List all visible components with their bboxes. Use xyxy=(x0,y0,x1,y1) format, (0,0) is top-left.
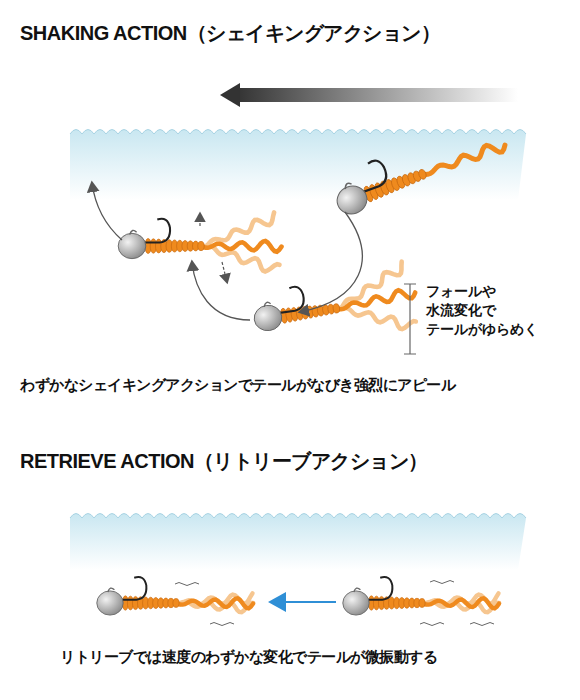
flow-bar xyxy=(236,88,518,102)
line-tie xyxy=(130,230,137,234)
tail xyxy=(201,241,282,252)
tail-curl xyxy=(422,598,499,608)
tail-curl xyxy=(421,139,507,180)
line-tie xyxy=(108,588,115,592)
line-tie xyxy=(354,588,361,592)
tail xyxy=(421,139,507,180)
vibration-mark xyxy=(470,623,494,626)
vibration-mark xyxy=(210,623,234,626)
jig-lure xyxy=(118,212,281,275)
body-rib xyxy=(173,599,179,608)
caption-text: わずかなシェイキングアクションでテールがなびき強烈にアピール xyxy=(20,376,455,395)
wave-line xyxy=(70,130,526,135)
body-rib xyxy=(332,303,340,313)
bracket xyxy=(404,284,416,354)
tail-swing xyxy=(222,262,227,282)
line-tie xyxy=(264,302,271,307)
water-band xyxy=(70,130,526,201)
flow-head xyxy=(220,83,240,107)
tail xyxy=(422,597,500,613)
tail xyxy=(422,598,499,608)
motion-arrow xyxy=(92,183,122,240)
lures xyxy=(97,117,510,626)
vibration-mark xyxy=(420,623,444,626)
tail-curl xyxy=(422,597,500,613)
jig-head xyxy=(97,591,123,615)
jig-lure xyxy=(249,260,421,353)
body-rib xyxy=(198,241,204,250)
section-heading: RETRIEVE ACTION（リトリーブアクション） xyxy=(20,448,428,475)
tail-curl xyxy=(201,241,282,252)
tail xyxy=(176,597,254,613)
water xyxy=(70,130,526,201)
body-rib xyxy=(417,168,427,180)
tail-swing xyxy=(199,214,200,226)
motion-arrow xyxy=(300,212,362,312)
section-heading: SHAKING ACTION（シェイキングアクション） xyxy=(20,20,440,47)
vibration-mark xyxy=(175,583,199,586)
jig-head xyxy=(333,182,371,218)
water xyxy=(70,514,526,571)
motion-arrow xyxy=(192,262,250,320)
tail-curl xyxy=(176,598,253,608)
wave-line xyxy=(70,514,526,519)
jig-head xyxy=(253,304,284,333)
jig-lure xyxy=(343,577,499,615)
callout-note: フォールや 水流変化で テールがゆらめく xyxy=(426,282,556,339)
jig-lure xyxy=(97,577,253,615)
tail xyxy=(176,598,253,608)
jig-head xyxy=(118,233,146,258)
tail-curl xyxy=(176,597,254,613)
line-tie xyxy=(344,182,353,189)
body-rib xyxy=(419,599,425,608)
retrieve-arrow xyxy=(272,601,336,603)
water-band xyxy=(70,514,526,571)
jig-head xyxy=(343,591,369,615)
jig-lure xyxy=(328,117,510,218)
caption-text: リトリーブでは速度のわずかな変化でテールが微振動する xyxy=(60,648,437,667)
vibration-mark xyxy=(430,581,454,584)
